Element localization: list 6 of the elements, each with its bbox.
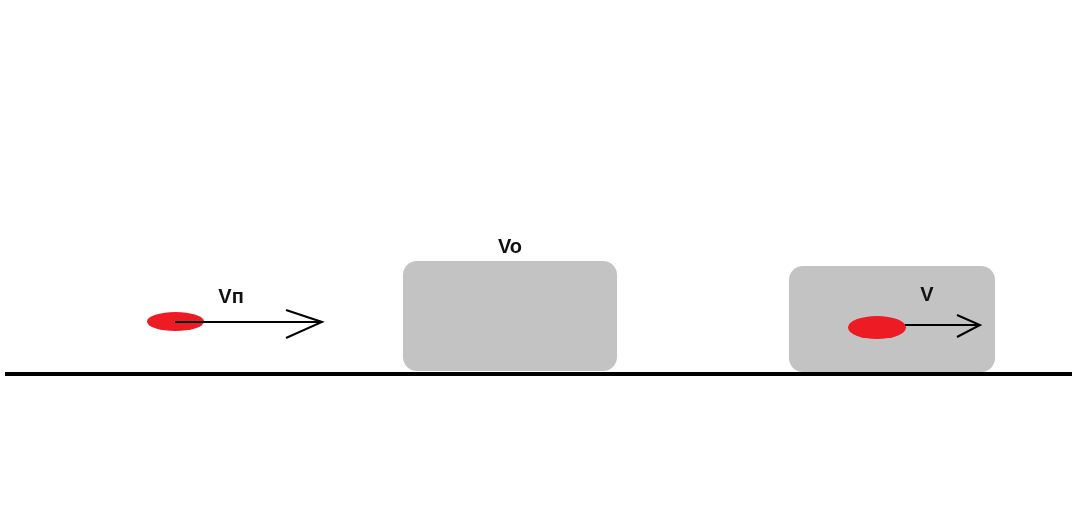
block: [789, 266, 995, 372]
bullet: [848, 316, 906, 339]
velocity-label: Vo: [496, 235, 524, 258]
bullet: [147, 312, 204, 331]
velocity-label: V: [920, 283, 934, 306]
velocity-label: Vп: [218, 285, 244, 308]
